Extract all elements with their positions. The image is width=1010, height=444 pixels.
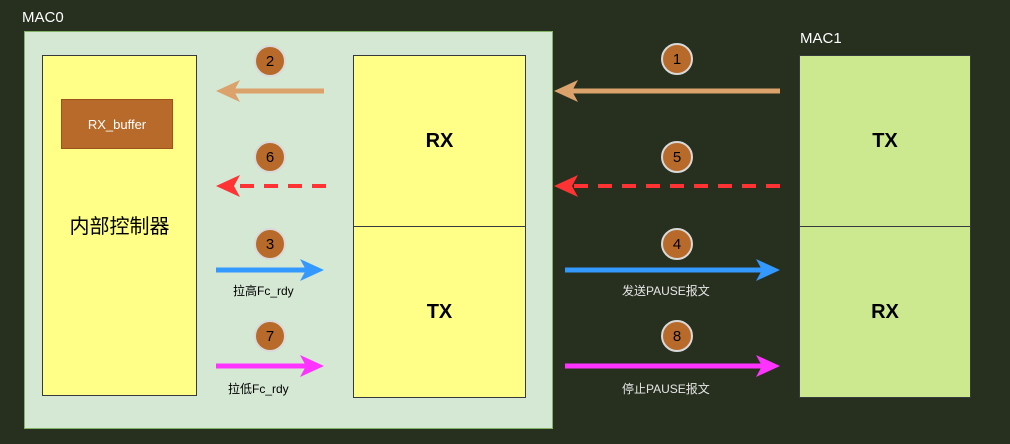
step-badge-8: 8 (661, 320, 693, 352)
mac0-tx-block: TX (353, 226, 526, 398)
arrow-step5 (554, 175, 780, 197)
arrow-step6 (216, 175, 326, 197)
step-badge-4: 4 (661, 228, 693, 260)
arrow-step7 (216, 355, 324, 377)
arrow-step3 (216, 259, 324, 281)
mac0-label: MAC0 (22, 9, 64, 26)
internal-controller-label: 内部控制器 (69, 216, 170, 238)
mac1-label: MAC1 (800, 30, 842, 47)
arrow-step2 (216, 80, 324, 102)
caption-step4: 发送PAUSE报文 (622, 284, 710, 298)
step-badge-2: 2 (254, 45, 286, 77)
step-badge-5: 5 (661, 141, 693, 173)
rx-buffer-box: RX_buffer (61, 99, 173, 149)
caption-step7: 拉低Fc_rdy (228, 382, 289, 396)
step-badge-6: 6 (254, 141, 286, 173)
step-badge-7: 7 (254, 320, 286, 352)
mac1-tx-block: TX (799, 55, 971, 227)
arrow-step8 (565, 355, 780, 377)
arrow-step1 (554, 80, 780, 102)
caption-step8: 停止PAUSE报文 (622, 382, 710, 396)
caption-step3: 拉高Fc_rdy (233, 284, 294, 298)
arrow-step4 (565, 259, 780, 281)
step-badge-1: 1 (661, 43, 693, 75)
mac1-rx-block: RX (799, 226, 971, 398)
step-badge-3: 3 (254, 228, 286, 260)
